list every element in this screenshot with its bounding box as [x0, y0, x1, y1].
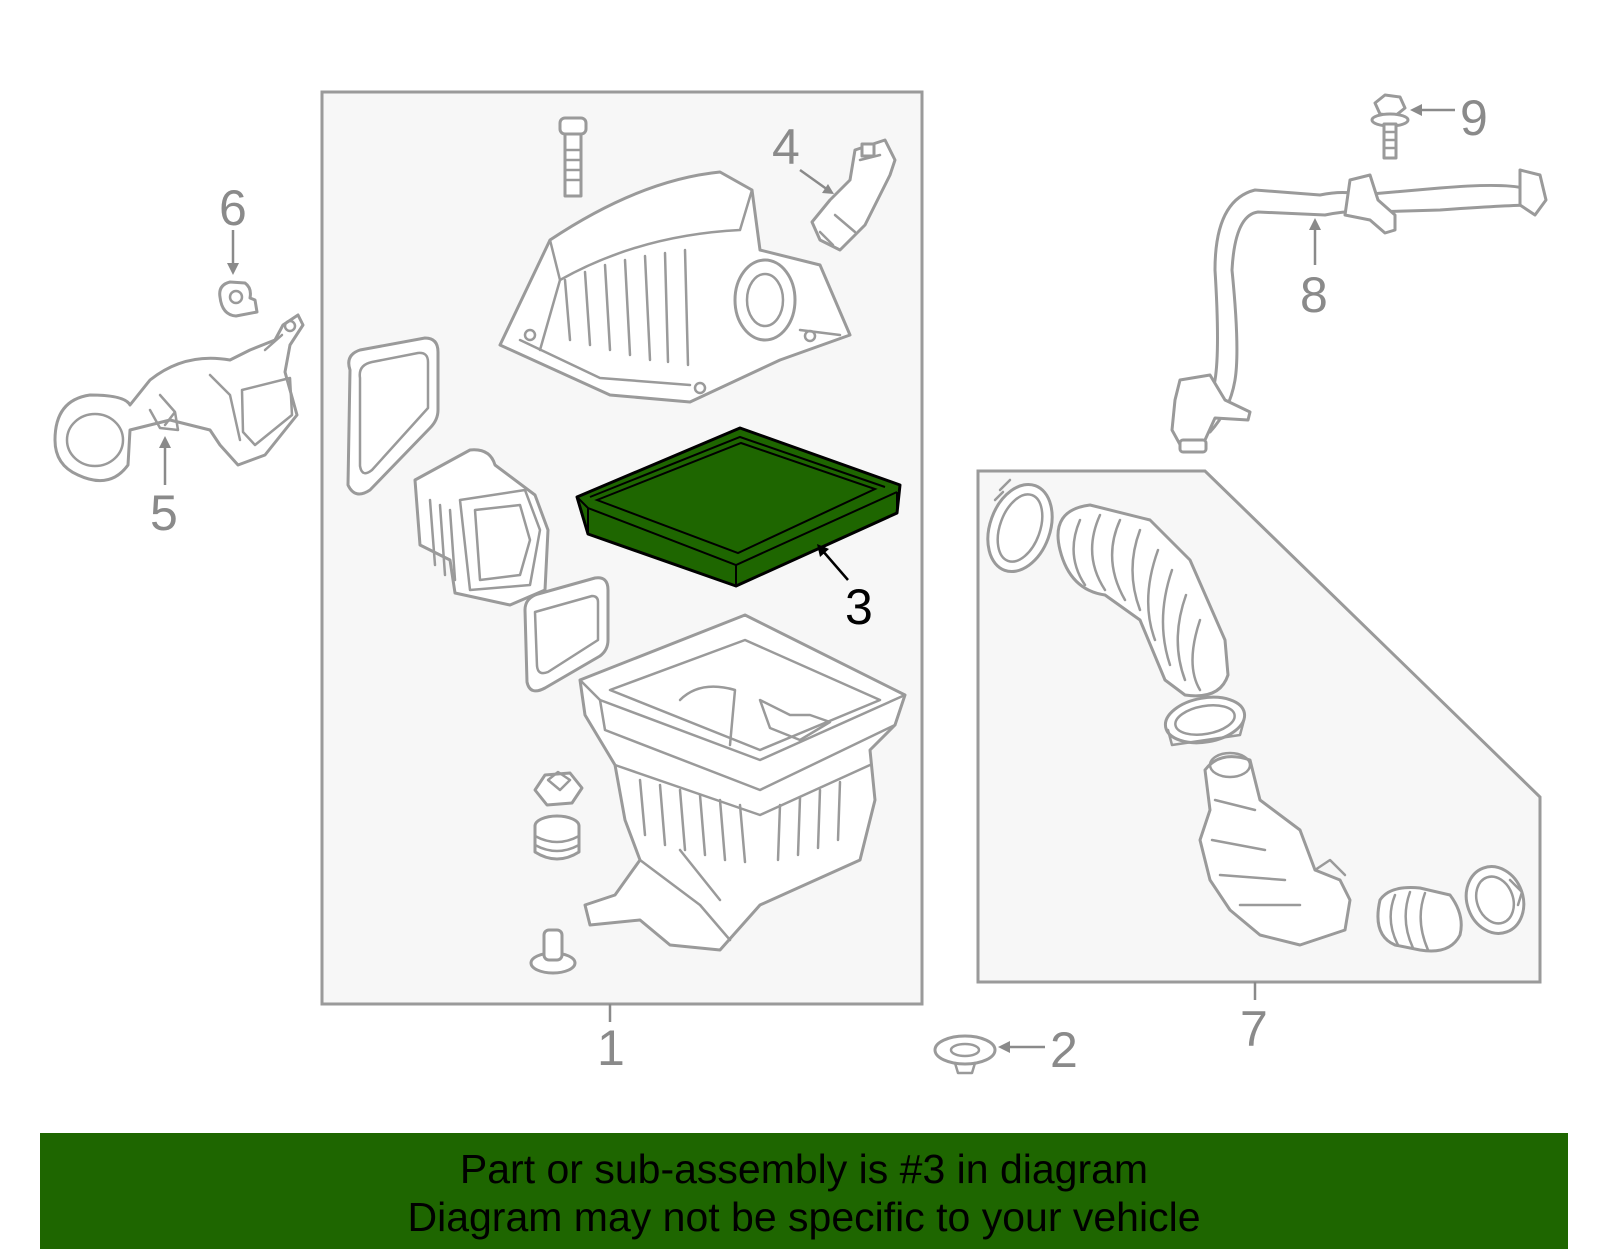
push-pin: [529, 928, 577, 975]
callout-3: 3: [845, 579, 873, 635]
info-banner: Part or sub-assembly is #3 in diagram Di…: [40, 1133, 1568, 1249]
coupler-hose: [1376, 886, 1463, 953]
bolt-top: [558, 116, 588, 198]
clip-2: [933, 1034, 997, 1075]
gasket-left: [346, 336, 440, 496]
leader-6: [227, 230, 239, 275]
hex-nut: [533, 770, 584, 807]
leader-3: [817, 544, 849, 581]
leader-2: [998, 1041, 1045, 1053]
callout-4: 4: [772, 119, 800, 175]
clamp-ring-lower: [1464, 865, 1526, 935]
callout-9: 9: [1460, 90, 1488, 146]
callout-2: 2: [1050, 1022, 1078, 1078]
banner-line-1: Part or sub-assembly is #3 in diagram: [459, 1146, 1149, 1192]
leader-4: [799, 168, 834, 194]
lower-housing: [578, 613, 907, 952]
banner-line-2: Diagram may not be specific to your vehi…: [407, 1194, 1201, 1240]
resonator-outlet-duct: [1198, 751, 1352, 947]
upper-housing-cover: [498, 170, 852, 404]
leader-8: [1309, 218, 1321, 265]
clamp-ring-middle: [1163, 695, 1247, 747]
callout-1: 1: [597, 1020, 625, 1076]
vent-tube-8: [1170, 168, 1548, 454]
intake-duct-middle: [413, 448, 550, 607]
flange-bolt-9: [1370, 93, 1410, 160]
clip-6: [218, 280, 259, 318]
callout-8: 8: [1300, 267, 1328, 323]
intake-hose-corrugated: [1056, 503, 1230, 698]
callout-7: 7: [1240, 1001, 1268, 1057]
mass-airflow-sensor: [810, 138, 897, 252]
clamp-ring-upper: [986, 478, 1054, 574]
rubber-grommet: [533, 814, 581, 861]
gasket-lower: [523, 576, 610, 693]
leader-5: [159, 436, 171, 485]
air-inlet-duct-5: [53, 313, 305, 483]
leader-9: [1410, 104, 1455, 116]
callout-5: 5: [150, 485, 178, 541]
callout-6: 6: [219, 180, 247, 236]
